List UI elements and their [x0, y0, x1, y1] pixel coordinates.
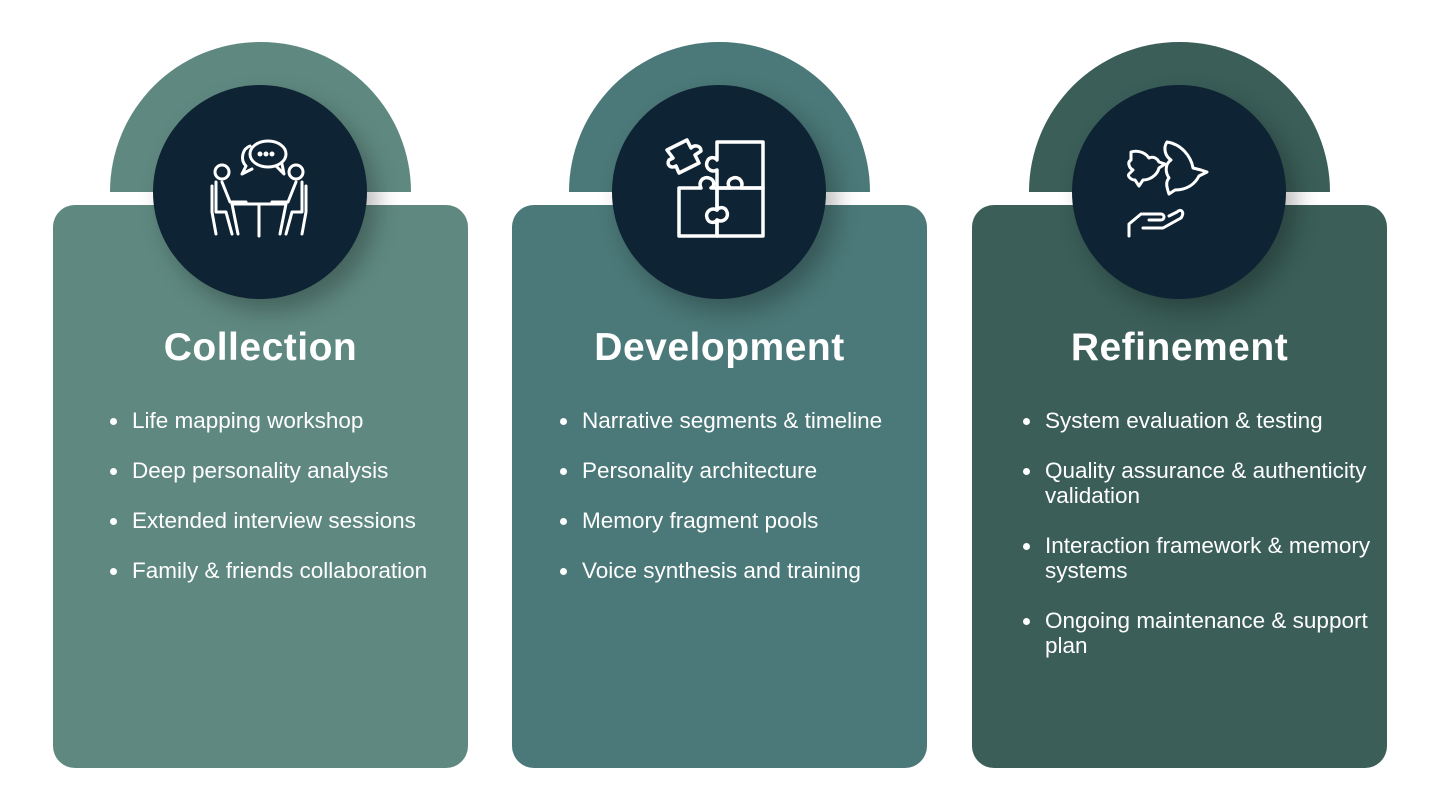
list-item: Ongoing maintenance & support plan	[1021, 608, 1371, 658]
stage-collection: Collection Life mapping workshop Deep pe…	[53, 0, 468, 810]
stage-list: Narrative segments & timeline Personalit…	[558, 408, 898, 608]
stage-list: Life mapping workshop Deep personality a…	[108, 408, 448, 608]
icon-circle	[612, 85, 826, 299]
list-item: Deep personality analysis	[108, 458, 448, 483]
icon-circle	[1072, 85, 1286, 299]
meeting-conversation-icon	[210, 139, 308, 238]
list-item: Interaction framework & memory systems	[1021, 533, 1371, 583]
puzzle-pieces-icon	[665, 138, 765, 238]
stage-development: Development Narrative segments & timelin…	[512, 0, 927, 810]
list-item: Memory fragment pools	[558, 508, 898, 533]
list-item: Family & friends collaboration	[108, 558, 448, 583]
stage-title: Development	[594, 326, 845, 369]
list-item: System evaluation & testing	[1021, 408, 1371, 433]
stage-title: Refinement	[1070, 326, 1289, 369]
icon-circle	[153, 85, 367, 299]
list-item: Extended interview sessions	[108, 508, 448, 533]
list-item: Narrative segments & timeline	[558, 408, 898, 433]
list-item: Life mapping workshop	[108, 408, 448, 433]
list-item: Personality architecture	[558, 458, 898, 483]
stage-list: System evaluation & testing Quality assu…	[1021, 408, 1371, 683]
list-item: Quality assurance & authenticity validat…	[1021, 458, 1371, 508]
stage-refinement: Refinement System evaluation & testing Q…	[972, 0, 1387, 810]
list-item: Voice synthesis and training	[558, 558, 898, 583]
stage-title: Collection	[163, 326, 358, 369]
doves-hand-icon	[1127, 140, 1209, 238]
